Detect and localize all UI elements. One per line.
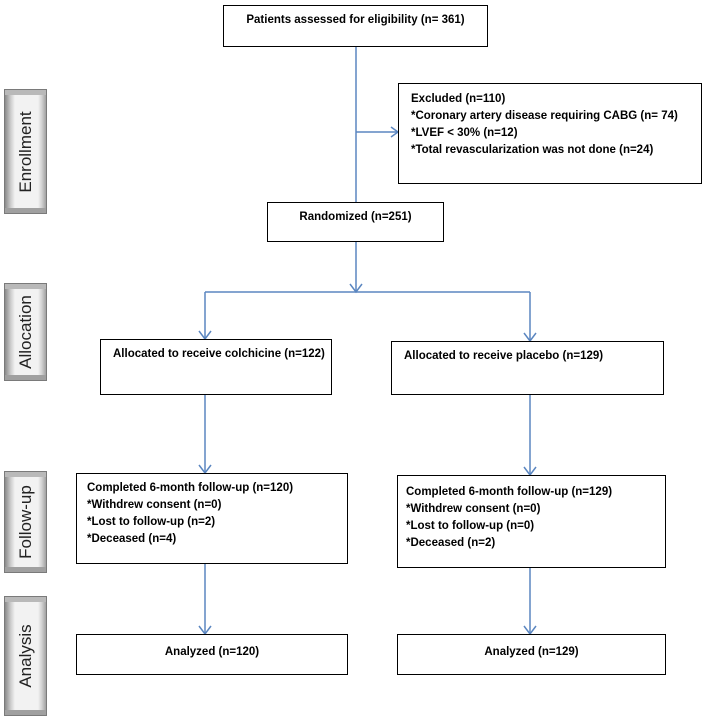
colchicine-allocation-box: Allocated to receive colchicine (n=122) — [100, 339, 332, 395]
excluded-title: Excluded (n=110) — [411, 93, 506, 105]
excluded-reason-cabg: *Coronary artery disease requiring CABG … — [411, 110, 678, 122]
placebo-followup-lost: *Lost to follow-up (n=0) — [406, 520, 535, 532]
colchicine-followup-lost: *Lost to follow-up (n=2) — [87, 516, 216, 528]
placebo-followup-deceased: *Deceased (n=2) — [406, 537, 496, 549]
placebo-allocation-box: Allocated to receive placebo (n=129) — [391, 341, 664, 395]
placebo-allocation-text: Allocated to receive placebo (n=129) — [404, 350, 604, 362]
stage-follow-up: Follow-up — [4, 471, 47, 573]
placebo-analyzed-text: Analyzed (n=129) — [484, 646, 579, 658]
excluded-box: Excluded (n=110) *Coronary artery diseas… — [398, 83, 702, 184]
colchicine-allocation-text: Allocated to receive colchicine (n=122) — [113, 348, 325, 360]
placebo-followup-box: Completed 6-month follow-up (n=129) *Wit… — [397, 475, 666, 568]
placebo-followup-completed: Completed 6-month follow-up (n=129) — [406, 486, 613, 498]
assessed-box: Patients assessed for eligibility (n= 36… — [223, 5, 488, 47]
stage-enrollment: Enrollment — [4, 89, 47, 214]
stage-allocation: Allocation — [4, 283, 47, 381]
excluded-reason-revascularization: *Total revascularization was not done (n… — [411, 144, 654, 156]
colchicine-analyzed-box: Analyzed (n=120) — [76, 634, 348, 675]
excluded-reason-lvef: *LVEF < 30% (n=12) — [411, 127, 518, 139]
colchicine-followup-withdrew: *Withdrew consent (n=0) — [87, 499, 222, 511]
placebo-followup-withdrew: *Withdrew consent (n=0) — [406, 503, 541, 515]
colchicine-followup-completed: Completed 6-month follow-up (n=120) — [87, 482, 294, 494]
placebo-analyzed-box: Analyzed (n=129) — [397, 634, 666, 675]
colchicine-followup-box: Completed 6-month follow-up (n=120) *Wit… — [76, 473, 348, 564]
colchicine-analyzed-text: Analyzed (n=120) — [164, 646, 260, 658]
randomized-box: Randomized (n=251) — [267, 202, 444, 242]
colchicine-followup-deceased: *Deceased (n=4) — [87, 533, 177, 545]
randomized-text: Randomized (n=251) — [299, 211, 412, 223]
assessed-text: Patients assessed for eligibility (n= 36… — [246, 14, 465, 26]
stage-analysis: Analysis — [4, 596, 47, 716]
